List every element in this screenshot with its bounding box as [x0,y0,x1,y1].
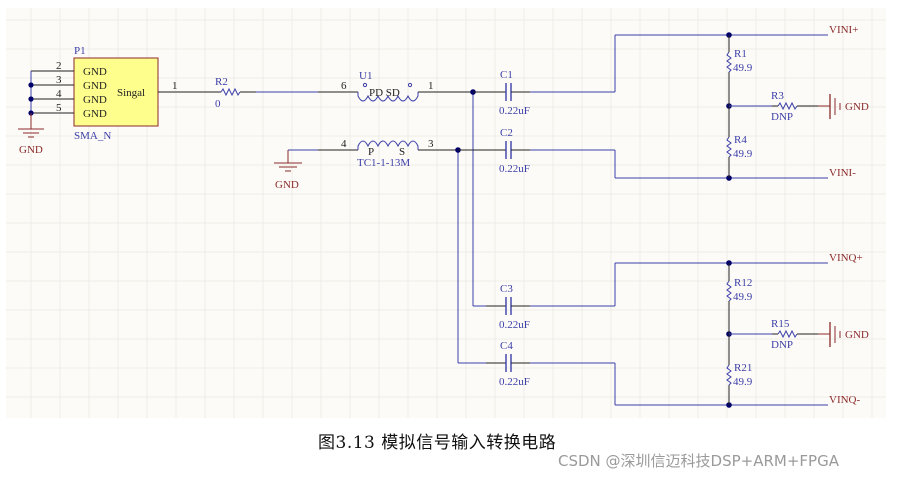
u1-pin-num: 3 [428,138,434,150]
figure-caption: 图3.13 模拟信号输入转换电路 [318,433,557,453]
capacitor-designator: C3 [500,283,513,295]
gnd-label: GND [845,329,869,341]
resistor-r21 [726,364,732,386]
ground-symbol [18,113,44,138]
r3-designator: R3 [771,90,784,102]
junction-dot [28,96,34,102]
watermark: CSDN @深圳信迈科技DSP+ARM+FPGA [558,452,839,470]
capacitor-designator: C1 [500,69,513,81]
net-label-vini-pos: VINI+ [829,24,858,36]
net-label-vinq-pos: VINQ+ [829,252,863,264]
p1-pin-name: GND [83,80,107,92]
ground-symbol [274,150,302,172]
resistor-r2: R2 0 [200,76,256,110]
junction-dot [28,82,34,88]
capacitor-c2: C2 0.22uF [458,127,615,175]
capacitor-value: 0.22uF [499,163,530,175]
p1-pin-name: GND [83,108,107,120]
p1-pin-num: 2 [56,60,62,72]
channel-i: R1 49.9 R4 49.9 R3 DNP GND VINI+ VINI- [614,24,869,181]
r4-value: 49.9 [733,148,753,160]
u1-p-label: P [368,146,374,158]
gnd-label: GND [19,144,43,156]
r12-designator: R12 [734,277,752,289]
p1-pin-name: GND [83,94,107,106]
capacitor-c1: C1 0.22uF [473,69,615,117]
ground-symbol [829,322,841,347]
polarity-dot [407,82,413,88]
resistor-r3 [777,101,798,111]
capacitor-value: 0.22uF [499,105,530,117]
r2-value: 0 [215,98,221,110]
net-label-vinq-neg: VINQ- [829,394,860,406]
p1-pin-name: GND [83,66,107,78]
r1-value: 49.9 [733,62,753,74]
u1-top-labels: PD SD [369,87,400,99]
resistor-r12 [726,280,732,302]
p1-pin-num: 1 [172,80,178,92]
p1-part: SMA_N [74,130,111,142]
p1-pin-num: 4 [56,88,62,100]
r15-designator: R15 [771,318,790,330]
p1-pin-num: 3 [56,74,62,86]
channel-q: R12 49.9 R21 49.9 R15 DNP GND VINQ+ VINQ… [614,252,869,408]
r15-value: DNP [771,339,793,351]
capacitor-designator: C4 [500,340,513,352]
capacitor-value: 0.22uF [499,376,530,388]
u1-pin-num: 6 [341,80,347,92]
capacitor-designator: C2 [500,127,513,139]
u1-designator: U1 [359,70,372,82]
p1-designator: P1 [74,45,86,57]
p1-body [73,57,159,127]
gnd-label: GND [275,179,299,191]
r12-value: 49.9 [733,291,753,303]
gnd-label: GND [845,101,869,113]
resistor-r1 [726,51,732,73]
ground-symbol [829,94,841,119]
r1-designator: R1 [734,48,747,60]
resistor-r15 [777,329,798,339]
capacitor-c4: C4 0.22uF [458,340,615,388]
net-label-vini-neg: VINI- [829,167,856,179]
r21-value: 49.9 [733,376,753,388]
u1-pin-num: 1 [428,80,434,92]
r4-designator: R4 [734,134,747,146]
r2-designator: R2 [215,76,228,88]
r3-value: DNP [771,111,793,123]
p1-signal-name: Singal [117,87,145,99]
u1-part: TC1-1-13M [357,157,410,169]
polarity-dot [362,82,368,88]
p1-pin-num: 5 [56,102,62,114]
u1-pin-num: 4 [341,138,347,150]
transformer-u1: U1 6 PD SD 1 4 P S 3 TC1-1-13M [318,70,460,169]
r21-designator: R21 [734,362,752,374]
capacitor-c3: C3 0.22uF [473,283,615,331]
capacitor-value: 0.22uF [499,319,530,331]
u1-s-label: S [399,146,405,158]
resistor-r4 [726,136,732,158]
connector-p1: P1 2 3 4 5 GND GND GND GND Singal SMA_N … [18,45,159,156]
